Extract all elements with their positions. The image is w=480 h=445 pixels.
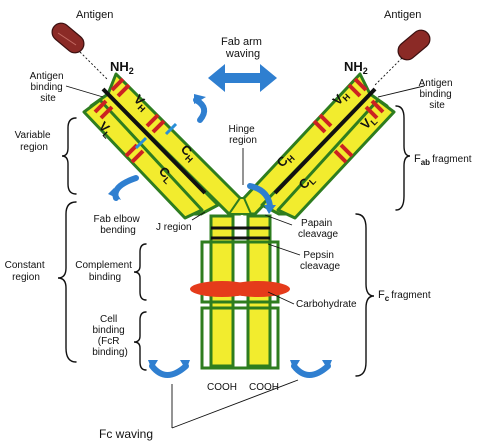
antigen-binding-site-right-label: Antigen binding site <box>419 78 456 111</box>
carbohydrate-leader <box>267 291 295 305</box>
carbohydrate-label: Carbohydrate <box>296 299 357 310</box>
left-ch-cl-link <box>164 122 178 136</box>
pepsin-cleavage-label: Pepsin cleavage <box>300 250 340 272</box>
papain-cleavage-label: Papain cleavage <box>298 218 338 240</box>
left-arm-linker <box>101 87 207 195</box>
antigen-binding-site-right-leader <box>377 85 425 98</box>
hinge-region-label: Hinge region <box>229 124 258 146</box>
fab-fragment-brace <box>395 105 411 211</box>
cell-binding-label: Cell binding (FcR binding) <box>92 314 128 358</box>
nh2-right-label: NH2 <box>344 59 368 76</box>
fab-arm-waving-arrow <box>208 64 277 92</box>
fc-waving-pointer-right <box>171 379 299 429</box>
fc-waving-label: Fc waving <box>99 427 153 441</box>
fc-fragment-brace <box>355 213 375 377</box>
fab-arm-waving-label: Fab arm waving <box>221 36 265 60</box>
fc-waving-right-arrow <box>290 360 332 378</box>
j-region-label: J region <box>156 222 192 233</box>
cell-binding-brace <box>133 311 147 371</box>
left-light-chain-arm <box>82 92 220 220</box>
ch3-domain-outline <box>200 306 280 370</box>
fc-waving-left-arrow <box>148 360 190 378</box>
hinge-curved-arrow <box>247 183 276 214</box>
antigen-left-dotted-line <box>79 51 109 81</box>
constant-region-label: Constant region <box>5 260 48 283</box>
antigen-right-dotted-line <box>374 57 403 86</box>
antigen-left-capsule <box>51 22 85 54</box>
left-vl-cl-link <box>134 136 148 150</box>
j-region-leader <box>191 211 206 221</box>
papain-leader <box>264 214 293 226</box>
carbohydrate-shape <box>190 281 290 297</box>
antigen-right-capsule <box>397 29 431 61</box>
antigen-binding-site-left-leader <box>65 85 104 98</box>
cooh-right-label: COOH <box>249 382 279 393</box>
fab-elbow-curved-arrow <box>108 175 139 201</box>
variable-region-brace <box>61 117 77 195</box>
complement-binding-brace <box>133 243 147 301</box>
cooh-left-label: COOH <box>207 382 237 393</box>
nh2-left-label: NH2 <box>110 59 134 76</box>
antigen-binding-site-left-label: Antigen binding site <box>30 71 67 104</box>
antigen-right-label: Antigen <box>384 9 421 21</box>
pepsin-leader <box>267 243 301 256</box>
ch2-domain-outline <box>200 240 280 304</box>
complement-binding-label: Complement binding <box>75 260 134 283</box>
constant-region-brace <box>57 201 77 363</box>
right-arm-linker <box>273 87 377 195</box>
fab-top-curved-arrow <box>193 94 208 123</box>
variable-region-label: Variable region <box>15 130 54 153</box>
fab-elbow-bending-label: Fab elbow bending <box>94 214 143 236</box>
antigen-left-label: Antigen <box>76 9 113 21</box>
right-arm-disulfide-bars <box>312 77 385 164</box>
